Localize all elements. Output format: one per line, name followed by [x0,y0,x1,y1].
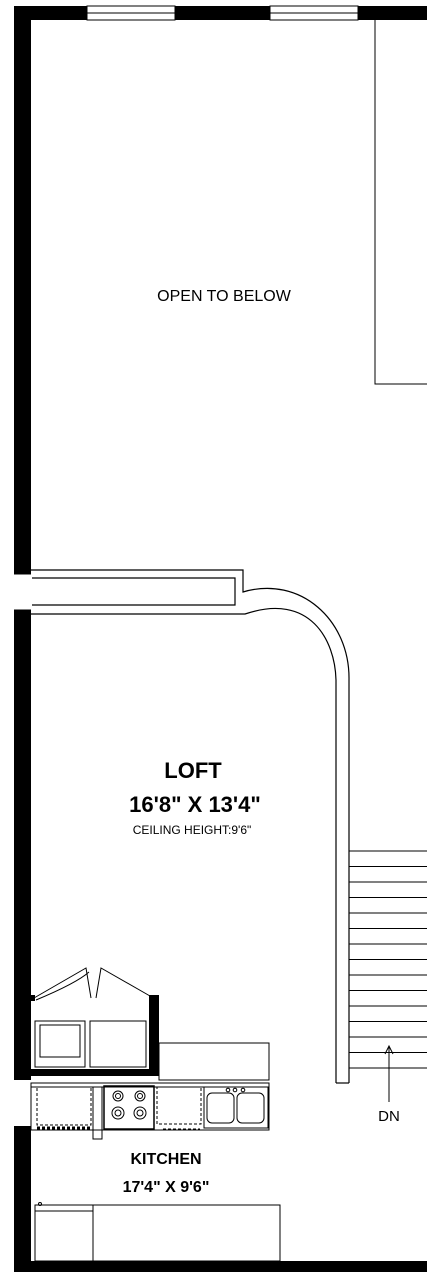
kitchen-wall-right-post [149,995,159,1075]
loft-dimensions: 16'8" X 13'4" [129,792,261,817]
stairs-down-arrow [384,1044,394,1102]
upper-cabinet [158,1042,270,1081]
kitchen-wall-bottom [14,1069,159,1076]
bottom-counter [34,1202,281,1262]
kitchen-walls [14,995,159,1076]
cooktop [103,1085,155,1130]
kitchen-sink [203,1086,269,1129]
dishwasher [36,1086,92,1126]
closet-bifold-doors [33,967,151,1001]
open-below-boundary [374,20,427,385]
top-wall [14,6,427,20]
exterior-walls [14,6,427,1272]
staircase [349,850,427,1069]
loft-ceiling-height: CEILING HEIGHT:9'6" [132,823,252,837]
washer [34,1020,86,1068]
base-counter [30,1082,270,1131]
open-to-below-label: OPEN TO BELOW [157,288,291,305]
railing-wall-gap [12,574,32,610]
kitchen-counters [30,1042,270,1140]
stairs-down-label: DN [378,1108,400,1125]
kitchen-dimensions: 17'4" X 9'6" [122,1179,210,1196]
loft-room-name: LOFT [164,758,222,783]
kitchen-room-name: KITCHEN [130,1151,202,1168]
kitchen-doorway-gap [12,1080,32,1126]
bottom-wall [14,1261,427,1272]
closet-appliances [34,1020,147,1068]
loft-railing [31,569,350,1084]
kitchen-drawer [156,1086,202,1125]
dryer [89,1020,147,1068]
top-windows [86,5,359,21]
kitchen-wall-left-stub [14,995,35,1001]
left-wall [14,6,31,1272]
